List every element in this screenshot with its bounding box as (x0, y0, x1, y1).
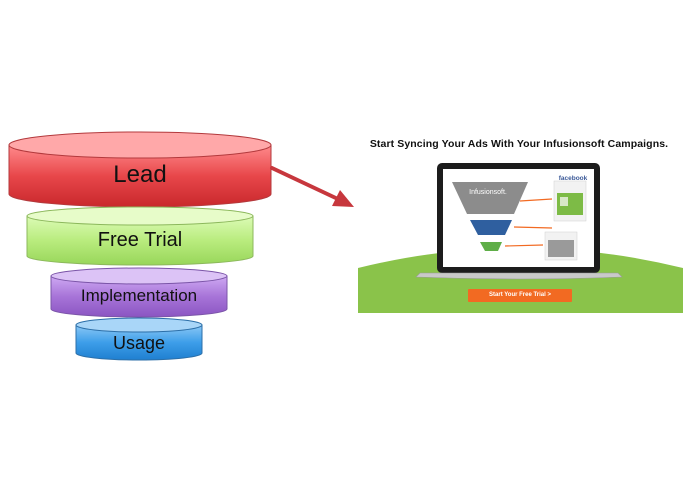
ad-banner (358, 163, 683, 313)
tier-label-implementation: Implementation (80, 286, 198, 305)
screen-funnel-middle (470, 220, 512, 235)
ad-title: Start Syncing Your Ads With Your Infusio… (369, 138, 669, 150)
tier-label-lead: Lead (113, 161, 167, 188)
funnel-tier-lead (8, 131, 272, 208)
tier-label-usage: Usage (112, 333, 166, 353)
start-free-trial-button[interactable]: Start Your Free Trial > (468, 289, 572, 302)
funnel-tier-free-trial (26, 206, 254, 266)
funnel-tier-implementation (50, 267, 228, 318)
tier-label-free-trial: Free Trial (97, 229, 183, 251)
infusionsoft-logo-text: Infusionsoft. (469, 189, 507, 196)
facebook-logo-text: facebook (558, 175, 588, 182)
funnel-tier-usage (75, 317, 203, 361)
connector-arrow (270, 166, 354, 207)
screen-funnel-top (452, 182, 528, 214)
laptop-illustration (415, 163, 623, 280)
screen-funnel-bottom (480, 242, 502, 251)
